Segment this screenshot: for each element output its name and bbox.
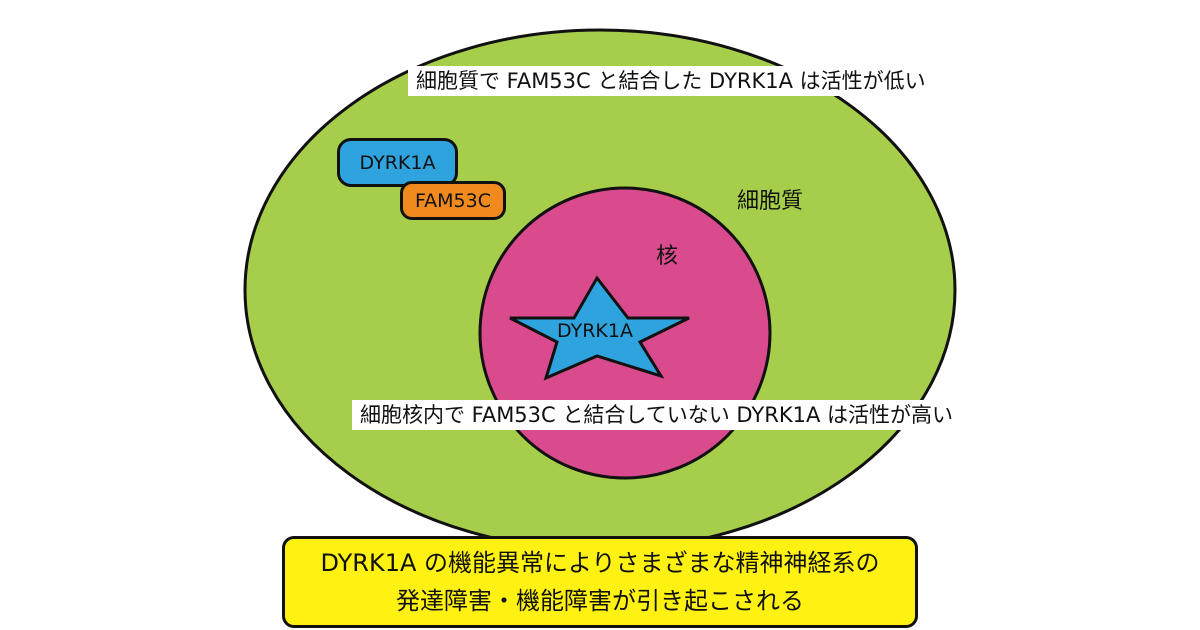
- nuclear-dyrk1a-label: DYRK1A: [557, 320, 633, 342]
- dyrk1a-cytoplasm-label: DYRK1A: [359, 151, 436, 174]
- dyrk1a-star: [509, 275, 690, 381]
- dyrk1a-cytoplasm-badge: DYRK1A: [337, 138, 458, 187]
- cytoplasm-caption: 細胞質で FAM53C と結合した DYRK1A は活性が低い: [408, 66, 934, 96]
- fam53c-badge: FAM53C: [400, 181, 506, 220]
- summary-line-1: DYRK1A の機能異常によりさまざまな精神神経系の: [320, 549, 880, 577]
- cytoplasm-label: 細胞質: [737, 189, 804, 214]
- nucleus-caption: 細胞核内で FAM53C と結合していない DYRK1A は活性が高い: [352, 400, 962, 430]
- summary-line-2: 発達障害・機能障害が引き起こされる: [396, 587, 804, 615]
- fam53c-label: FAM53C: [414, 189, 492, 212]
- nucleus-label: 核: [656, 244, 679, 269]
- summary-box: DYRK1A の機能異常によりさまざまな精神神経系の 発達障害・機能障害が引き起…: [282, 536, 918, 628]
